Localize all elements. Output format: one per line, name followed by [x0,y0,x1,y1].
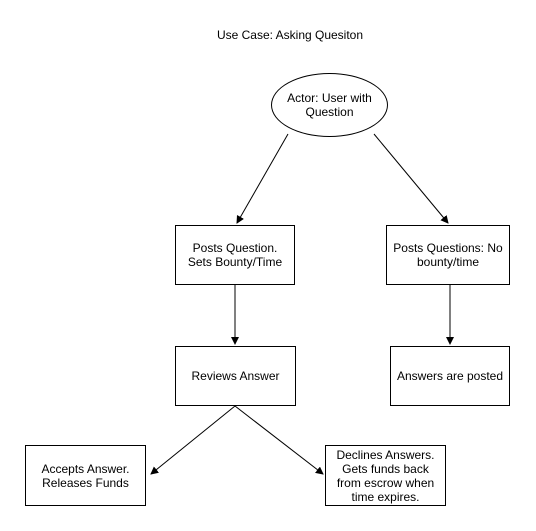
diagram-title: Use Case: Asking Quesiton [216,28,364,42]
reviews-answer-node[interactable]: Reviews Answer [175,346,296,406]
posts-question-no-bounty-label: Posts Questions: No bounty/time [393,241,503,269]
posts-question-no-bounty-node[interactable]: Posts Questions: No bounty/time [386,225,510,285]
reviews-answer-label: Reviews Answer [191,369,280,383]
answers-posted-node[interactable]: Answers are posted [390,346,510,406]
answers-posted-label: Answers are posted [396,369,504,383]
edge-reviews-to-accepts [150,405,236,475]
posts-question-with-bounty-label: Posts Question. Sets Bounty/Time [187,241,283,269]
actor-label: Actor: User with Question [287,91,372,119]
edge-actor-to-posts-with-bounty [236,133,289,224]
posts-question-with-bounty-node[interactable]: Posts Question. Sets Bounty/Time [175,225,295,285]
edge-actor-to-posts-no-bounty [373,133,449,224]
edge-reviews-to-declines [234,405,324,475]
accepts-answer-node[interactable]: Accepts Answer. Releases Funds [25,445,146,506]
declines-answers-node[interactable]: Declines Answers. Gets funds back from e… [325,445,446,506]
actor-node[interactable]: Actor: User with Question [271,73,388,137]
accepts-answer-label: Accepts Answer. Releases Funds [41,461,130,490]
declines-answers-label: Declines Answers. Gets funds back from e… [336,447,435,504]
